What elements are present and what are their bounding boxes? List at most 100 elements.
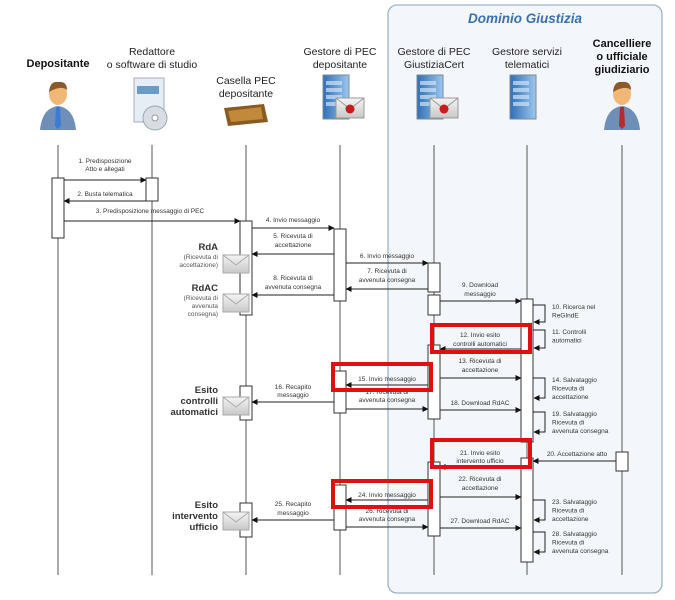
- message-label: accettazione: [462, 485, 499, 492]
- participant-name: depositante: [313, 59, 367, 71]
- highlight-box: [430, 323, 532, 354]
- self-message-arrow: [533, 531, 546, 555]
- highlight-box: [331, 362, 433, 392]
- participant-name: Gestore di PEC: [304, 46, 377, 58]
- side-label-subtitle: (Ricevuta di: [184, 254, 218, 261]
- message-7: 7. Ricevuta di avvenuta consegna: [345, 268, 428, 292]
- message-24: 24. Invio messaggio: [345, 492, 428, 503]
- message-6: 6. Invio messaggio: [346, 253, 429, 266]
- activation-bar: [51, 177, 65, 239]
- message-27: 27. Download RdAC: [440, 518, 522, 531]
- person-icon: [40, 81, 76, 130]
- activation-bar: [427, 262, 441, 293]
- message-label: 6. Invio messaggio: [360, 253, 415, 260]
- message-label: messaggio: [277, 392, 309, 399]
- message-label: 3. Predisposizione messaggio di PEC: [96, 208, 205, 215]
- message-label: Ricevuta di: [552, 386, 584, 393]
- message-label: 28. Salvataggio: [552, 531, 597, 538]
- message-label: 24. Invio messaggio: [358, 492, 416, 499]
- message-label: ReGIndE: [552, 313, 579, 320]
- participant-name: depositante: [219, 88, 273, 100]
- message-18: 18. Download RdAC: [440, 400, 522, 413]
- side-label-title: Esito: [195, 385, 218, 396]
- message-15: 15. Invio messaggio: [345, 376, 428, 388]
- message-label: 12. Invio esito: [460, 332, 500, 339]
- activation-bar: [145, 177, 159, 202]
- server-icon: [509, 74, 537, 120]
- participant-name: GiustiziaCert: [404, 59, 464, 71]
- message-label: 14. Salvataggio: [552, 377, 597, 384]
- message-label: 8. Ricevuta di: [273, 275, 312, 282]
- self-message-arrow: [533, 499, 546, 523]
- self-message-arrow: [533, 411, 546, 435]
- message-label: Ricevuta di: [552, 508, 584, 515]
- message-label: 26. Ricevuta di: [366, 508, 409, 515]
- activation-bar: [520, 457, 534, 563]
- message-label: avvenuta consegna: [359, 277, 416, 284]
- message-label: avvenuta consegna: [552, 428, 609, 435]
- message-label: 4. Invio messaggio: [266, 217, 321, 224]
- side-label-subtitle: (Ricevuta di: [184, 295, 218, 302]
- software-box-icon: [133, 77, 168, 131]
- message-label: 15. Invio messaggio: [358, 376, 416, 383]
- message-label: controlli automatici: [453, 341, 507, 348]
- domain-title: Dominio Giustizia: [468, 11, 582, 26]
- activation-bar: [427, 294, 441, 316]
- side-label-subtitle: consegna): [188, 311, 218, 318]
- highlight-box: [430, 438, 532, 469]
- participant-name: Cancelliere: [593, 38, 652, 50]
- side-label-title: RdAC: [192, 283, 219, 294]
- side-label-subtitle: accettazione): [179, 262, 218, 269]
- message-label: avvenuta consegna: [359, 516, 416, 523]
- participant-name: Gestore di PEC: [398, 46, 471, 58]
- message-12: 12. Invio esito controlli automatici: [439, 332, 521, 352]
- mail-server-icon: [416, 74, 459, 120]
- inbox-tray-icon: [224, 104, 268, 126]
- message-label: accettazione: [462, 367, 499, 374]
- message-label: 7. Ricevuta di: [367, 268, 406, 275]
- activation-bar: [520, 298, 534, 443]
- message-label: 11. Controlli: [552, 329, 586, 336]
- participant-name: giudiziario: [595, 64, 650, 76]
- message-label: 13. Ricevuta di: [459, 358, 502, 365]
- message-label: avvenuta consegna: [552, 548, 609, 555]
- activation-bar: [615, 451, 629, 472]
- message-label: 21. Invio esito: [460, 450, 500, 457]
- participant-name: Redattore: [129, 46, 175, 58]
- message-label: accettazione: [552, 516, 589, 523]
- self-message-arrow: [533, 329, 546, 351]
- message-13: 13. Ricevuta di accettazione: [440, 358, 522, 381]
- message-label: 19. Salvataggio: [552, 411, 597, 418]
- message-label: 10. Ricerca nel: [552, 304, 596, 311]
- person-icon: [604, 81, 640, 130]
- message-11: 11. Controlli automatici: [533, 329, 586, 351]
- message-label: 18. Download RdAC: [451, 400, 510, 407]
- envelope-icon: [222, 511, 250, 531]
- message-3: 3. Predisposizione messaggio di PEC: [64, 208, 241, 224]
- mail-server-icon: [322, 74, 365, 120]
- message-label: avvenuta consegna: [265, 284, 322, 291]
- message-label: Atto e allegati: [85, 166, 124, 173]
- message-label: 16. Recapito: [275, 384, 312, 391]
- message-label: messaggio: [464, 291, 496, 298]
- message-label: 17. Ricevuta di: [366, 389, 409, 396]
- message-label: automatici: [552, 338, 582, 345]
- message-label: 27. Download RdAC: [451, 518, 510, 525]
